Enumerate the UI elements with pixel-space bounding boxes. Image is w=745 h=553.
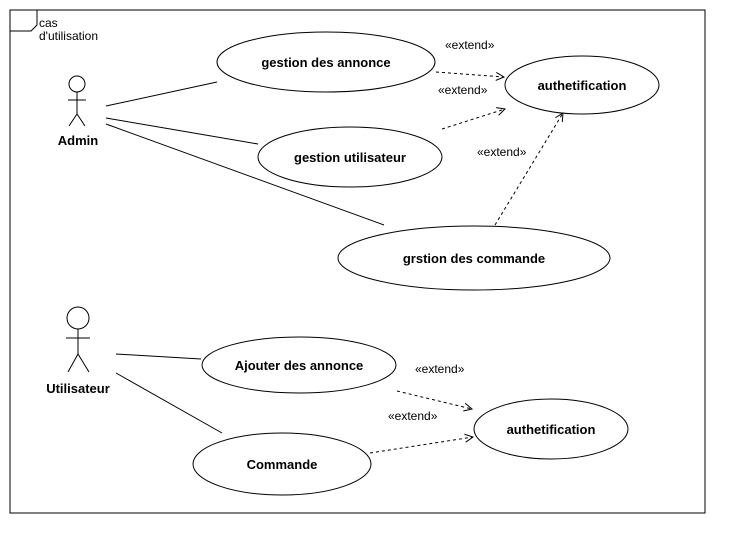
extend-label-5: «extend»: [388, 409, 438, 423]
usecase-gestion-utilisateur: gestion utilisateur: [257, 126, 443, 188]
extend-arrow-4: [396, 390, 472, 409]
actor-utilisateur-figure: [66, 306, 90, 373]
svg-text:authetification: authetification: [538, 78, 627, 93]
assoc-admin-gestion-annonce: [105, 81, 218, 107]
svg-text:gestion des annonce: gestion des annonce: [261, 55, 390, 70]
assoc-user-commande: [115, 372, 223, 434]
extend-arrow-2: [441, 109, 505, 130]
usecase-ajouter-annonce: Ajouter des annonce: [201, 336, 397, 394]
svg-text:grstion des commande: grstion des commande: [403, 251, 545, 266]
usecase-auth-user: authetification: [473, 398, 629, 460]
assoc-user-ajouter-annonce: [115, 353, 202, 360]
assoc-admin-gestion-utilisateur: [105, 117, 259, 145]
svg-text:Commande: Commande: [247, 457, 318, 472]
extend-label-3: «extend»: [477, 145, 527, 159]
usecase-gestion-annonce: gestion des annonce: [216, 31, 436, 93]
usecase-commande: Commande: [192, 432, 372, 496]
extend-arrow-3: [494, 113, 563, 226]
extend-label-4: «extend»: [415, 362, 465, 376]
frame-tab: [10, 10, 38, 32]
frame-title-line1: cas: [39, 16, 58, 30]
svg-text:gestion utilisateur: gestion utilisateur: [294, 150, 406, 165]
extend-arrow-5: [369, 437, 473, 454]
actor-admin-figure: [68, 75, 86, 127]
extend-arrow-1: [435, 71, 504, 77]
frame-title-line2: d'utilisation: [39, 29, 98, 43]
usecase-gestion-commande: grstion des commande: [337, 225, 611, 291]
actor-utilisateur-label: Utilisateur: [46, 381, 110, 396]
diagram-frame: [9, 9, 706, 514]
svg-text:authetification: authetification: [507, 422, 596, 437]
usecase-auth-admin: authetification: [504, 55, 660, 115]
actor-admin-label: Admin: [58, 133, 99, 148]
assoc-admin-gestion-commande: [105, 123, 385, 226]
extend-label-1: «extend»: [445, 38, 495, 52]
extend-label-2: «extend»: [438, 83, 488, 97]
svg-text:Ajouter des annonce: Ajouter des annonce: [235, 358, 364, 373]
